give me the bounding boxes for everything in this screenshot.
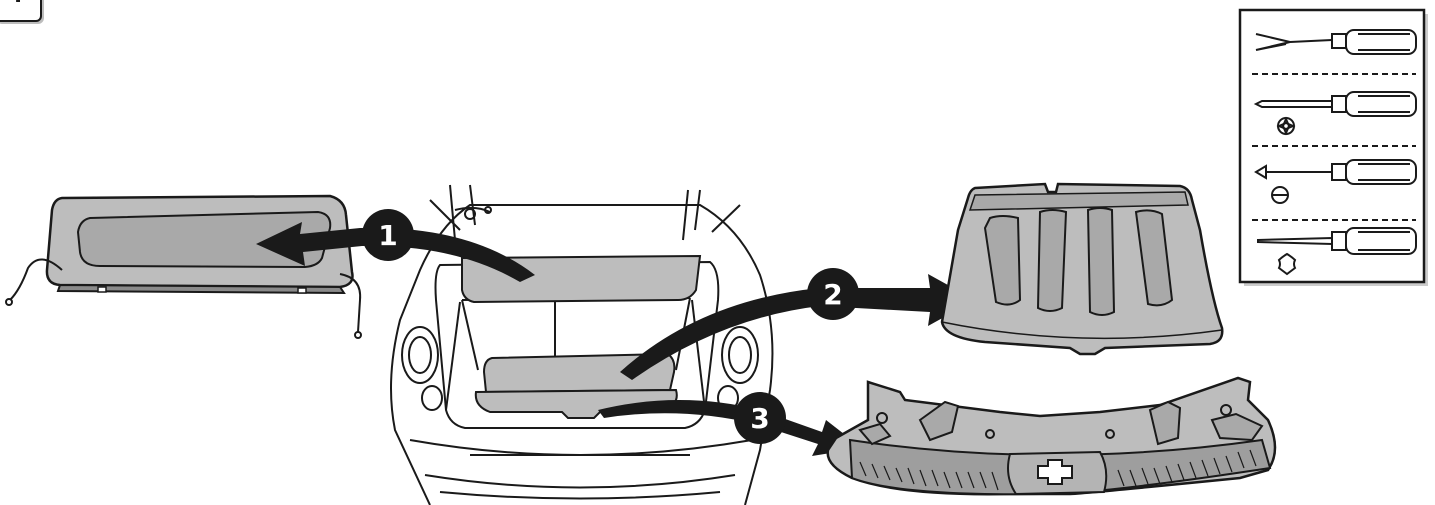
phillips-screwdriver-icon bbox=[1253, 91, 1417, 136]
cargo-cover-part bbox=[5, 194, 362, 339]
torx-screwdriver-icon bbox=[1257, 227, 1417, 276]
arrow-2 bbox=[620, 274, 975, 380]
callout-2: 2 bbox=[807, 268, 859, 320]
callout-2-label: 2 bbox=[823, 278, 842, 311]
callout-3: 3 bbox=[734, 392, 786, 444]
floor-panel-part bbox=[940, 182, 1224, 356]
sill-trim-part bbox=[826, 376, 1277, 496]
callout-1-label: 1 bbox=[378, 219, 397, 252]
trim-remover-tool-icon bbox=[1255, 29, 1417, 55]
step-number: 4 bbox=[8, 0, 23, 7]
callout-3-label: 3 bbox=[750, 402, 769, 435]
tools-panel bbox=[1238, 8, 1428, 286]
vehicle-rear-view bbox=[390, 184, 774, 505]
callout-1: 1 bbox=[362, 209, 414, 261]
step-number-badge: 4 bbox=[0, 0, 42, 22]
arrow-1 bbox=[256, 222, 535, 282]
flat-screwdriver-icon bbox=[1254, 159, 1417, 204]
